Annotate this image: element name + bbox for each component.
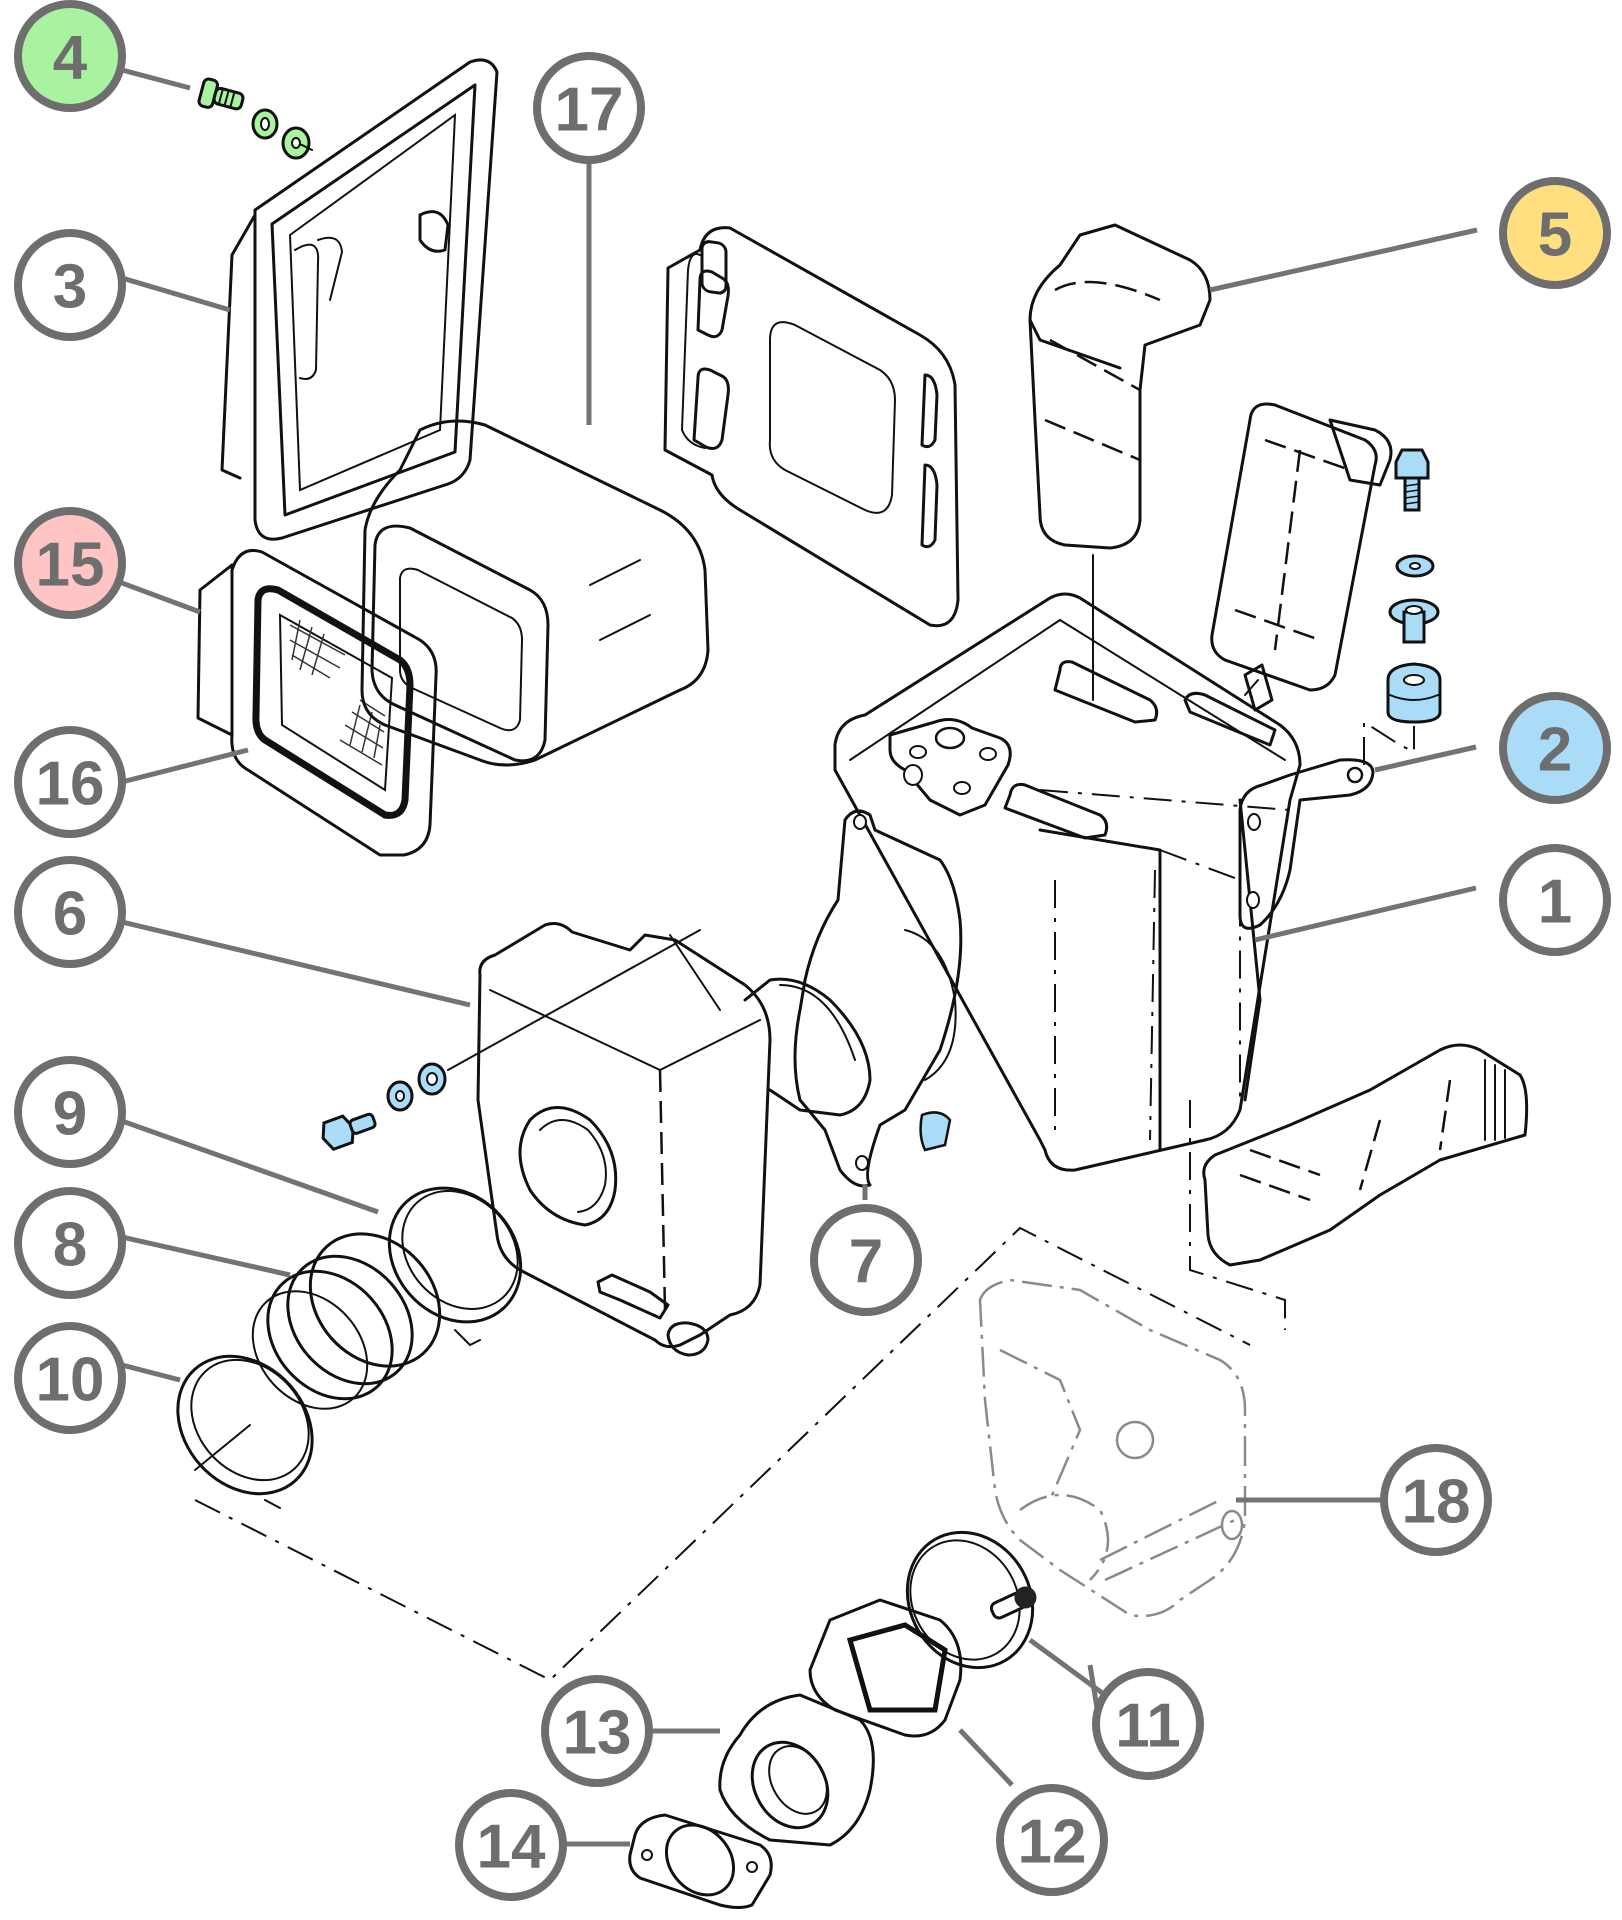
callout-3: 3 bbox=[14, 229, 126, 341]
callout-ring bbox=[1499, 177, 1611, 289]
callout-ring bbox=[541, 1675, 653, 1787]
callout-number: 16 bbox=[36, 750, 105, 819]
callout-6: 6 bbox=[14, 856, 126, 968]
part-cover-screw bbox=[197, 77, 313, 160]
callout-2: 2 bbox=[1499, 692, 1611, 804]
callout-ring bbox=[810, 1204, 922, 1316]
callout-number: 6 bbox=[53, 880, 87, 949]
leader-9 bbox=[121, 1118, 379, 1215]
callout-number: 9 bbox=[53, 1080, 87, 1149]
leader-2 bbox=[1374, 744, 1477, 773]
leader-3 bbox=[121, 275, 231, 313]
part-sleeve-and-clamps bbox=[176, 1186, 523, 1509]
callout-number: 18 bbox=[1402, 1468, 1471, 1537]
callout-ring bbox=[14, 507, 126, 619]
alignment-lines bbox=[194, 554, 1286, 1682]
part-filter-element bbox=[360, 419, 710, 767]
callout-ring bbox=[1499, 844, 1611, 956]
callout-number: 1 bbox=[1538, 868, 1572, 937]
callout-ring bbox=[1499, 692, 1611, 804]
callout-17: 17 bbox=[533, 52, 645, 164]
part-gasket bbox=[793, 809, 963, 1188]
callout-ring bbox=[14, 1187, 126, 1299]
part-carburetor-reference bbox=[978, 1278, 1247, 1618]
callout-number: 7 bbox=[849, 1228, 883, 1297]
leader-16 bbox=[121, 747, 249, 785]
callout-number: 4 bbox=[53, 24, 88, 93]
callout-ring bbox=[455, 1789, 567, 1901]
callout-ring bbox=[1092, 1668, 1204, 1780]
leader-5 bbox=[1209, 227, 1478, 293]
leader-10 bbox=[121, 1362, 181, 1383]
callout-ring bbox=[14, 229, 126, 341]
part-lower-intake-stack bbox=[628, 1530, 1037, 1909]
callout-number: 2 bbox=[1538, 716, 1572, 785]
callout-ring bbox=[14, 1322, 126, 1434]
callout-number: 13 bbox=[563, 1699, 632, 1768]
callout-number: 15 bbox=[36, 531, 105, 600]
part-intake-chamber bbox=[321, 922, 872, 1357]
callout-number: 14 bbox=[477, 1813, 546, 1882]
callout-number: 12 bbox=[1018, 1808, 1087, 1877]
part-prefilter-frame bbox=[196, 549, 438, 857]
callout-ring bbox=[14, 856, 126, 968]
part-intake-ducts bbox=[1028, 223, 1529, 1267]
callout-11: 11 bbox=[1092, 1668, 1204, 1780]
callout-1: 1 bbox=[1499, 844, 1611, 956]
leader-15 bbox=[121, 580, 201, 615]
leader-8 bbox=[121, 1234, 291, 1278]
callout-14: 14 bbox=[455, 1789, 567, 1901]
leader-1 bbox=[1254, 885, 1477, 943]
part-filter-housing bbox=[833, 592, 1302, 1172]
part-mounting-bracket bbox=[888, 448, 1442, 930]
callout-number: 17 bbox=[555, 76, 624, 145]
callout-ring bbox=[14, 1056, 126, 1168]
callout-5: 5 bbox=[1499, 177, 1611, 289]
callout-number: 3 bbox=[53, 253, 87, 322]
leader-4 bbox=[121, 67, 191, 91]
leader-6 bbox=[121, 919, 471, 1008]
callout-ring bbox=[533, 52, 645, 164]
callout-number: 11 bbox=[1115, 1692, 1181, 1761]
callout-15: 15 bbox=[14, 507, 126, 619]
callout-16: 16 bbox=[14, 726, 126, 838]
callout-4: 4 bbox=[14, 0, 126, 112]
callout-10: 10 bbox=[14, 1322, 126, 1434]
callout-9: 9 bbox=[14, 1056, 126, 1168]
leader-12 bbox=[958, 1728, 1014, 1787]
callout-7: 7 bbox=[810, 1204, 922, 1316]
callout-number: 8 bbox=[53, 1211, 87, 1280]
callout-ring bbox=[14, 726, 126, 838]
callout-ring bbox=[996, 1784, 1108, 1896]
callout-13: 13 bbox=[541, 1675, 653, 1787]
callout-8: 8 bbox=[14, 1187, 126, 1299]
callout-ring bbox=[14, 0, 126, 112]
callout-number: 5 bbox=[1538, 201, 1572, 270]
callout-18: 18 bbox=[1380, 1444, 1492, 1556]
leader-lines bbox=[121, 67, 1478, 1847]
leader-11b bbox=[1028, 1637, 1107, 1698]
callout-12: 12 bbox=[996, 1784, 1108, 1896]
callout-ring bbox=[1380, 1444, 1492, 1556]
callout-number: 10 bbox=[36, 1346, 105, 1415]
part-filter-cover bbox=[220, 58, 499, 541]
part-housing-seal-plate bbox=[663, 226, 960, 628]
